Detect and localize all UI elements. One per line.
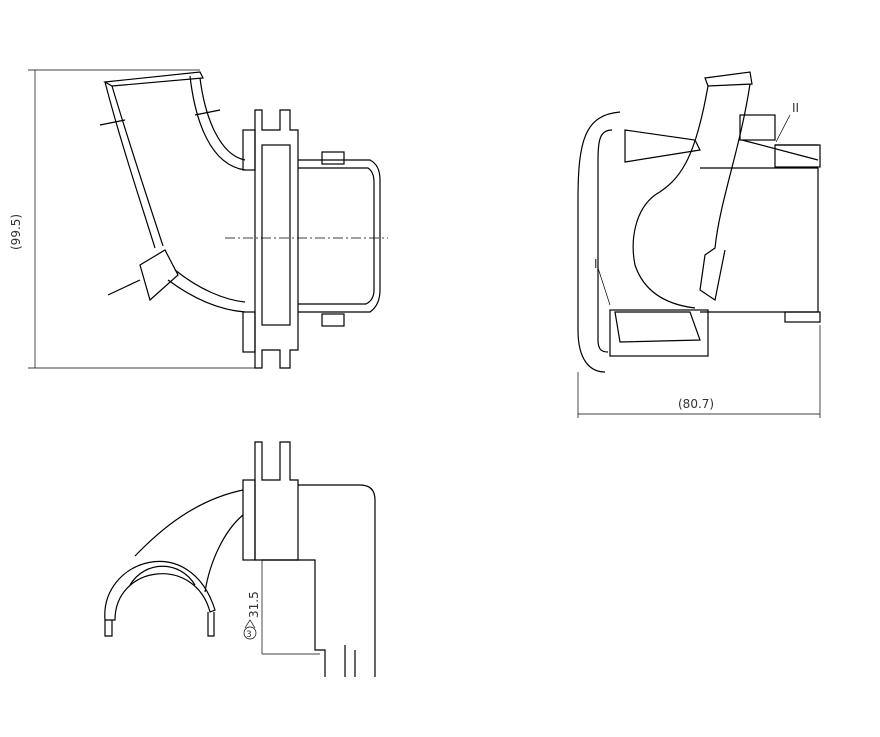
callout-i: I [594, 257, 598, 271]
dimension-width-label: (80.7) [678, 397, 714, 411]
front-view [577, 71, 821, 418]
callout-ii: II [792, 101, 799, 115]
balloon-number: 3 [246, 630, 252, 640]
dimension-31-5-label: 31.5 [247, 591, 261, 618]
balloon-circle [243, 626, 257, 640]
dimension-height-label: (99.5) [9, 214, 23, 250]
side-view [28, 69, 388, 369]
top-view [104, 441, 376, 677]
